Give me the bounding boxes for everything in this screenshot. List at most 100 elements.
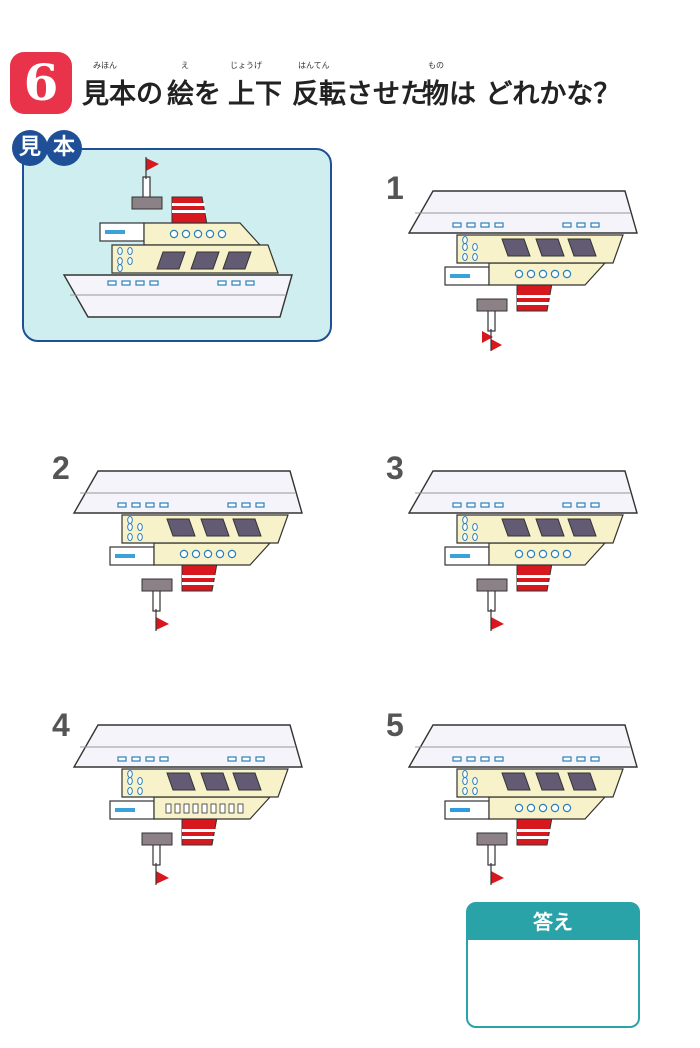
ruby-hanten: はんてん — [298, 61, 330, 70]
cabin-window — [232, 772, 262, 791]
hull-window — [576, 502, 586, 508]
hull — [72, 470, 303, 514]
cabin-window — [535, 518, 565, 537]
hull — [62, 274, 293, 318]
small-porthole — [472, 777, 478, 785]
funnel-stripe — [172, 203, 205, 206]
hull-window — [590, 502, 600, 508]
flag — [491, 339, 502, 351]
ruby-jouge: じょうげ — [230, 61, 262, 70]
option-1-ship[interactable] — [405, 178, 645, 353]
hull-window — [135, 280, 145, 286]
hull-window — [452, 502, 462, 508]
radar — [476, 578, 508, 592]
porthole — [514, 549, 524, 559]
funnel-stripe — [182, 836, 215, 839]
option-3-number[interactable]: 3 — [386, 450, 404, 486]
bridge-window — [105, 230, 125, 234]
small-porthole — [127, 247, 133, 255]
hull-window — [562, 502, 572, 508]
hull-window — [480, 222, 490, 228]
funnel-stripe — [182, 575, 216, 578]
porthole — [526, 803, 536, 813]
cabin-window — [501, 238, 531, 257]
cabin-window — [156, 251, 186, 270]
option-5-number[interactable]: 5 — [386, 707, 404, 743]
porthole — [227, 549, 237, 559]
ship-group — [62, 157, 293, 318]
funnel-stripe — [172, 210, 206, 213]
sample-label-char: 本 — [46, 130, 82, 166]
cabin-window — [222, 251, 252, 270]
small-porthole — [462, 253, 468, 261]
bridge-window — [450, 274, 470, 278]
small-porthole — [137, 787, 143, 795]
hull-window — [480, 756, 490, 762]
hull-window — [227, 756, 237, 762]
question-word-mono: 物は どれかな？ — [422, 79, 621, 110]
cabin-window — [567, 518, 597, 537]
option-2-ship[interactable] — [70, 458, 310, 633]
hull-window — [452, 222, 462, 228]
cabin-window — [232, 518, 262, 537]
deck-window — [165, 803, 172, 814]
hull-window — [494, 502, 504, 508]
hull-window — [576, 756, 586, 762]
hull-window — [149, 280, 159, 286]
deck-window — [201, 803, 208, 814]
flag — [482, 331, 493, 343]
funnel-stripe — [517, 582, 550, 585]
option-3-ship[interactable] — [405, 458, 645, 633]
cabin-window — [200, 772, 230, 791]
small-porthole — [472, 787, 478, 795]
hull-window — [145, 502, 155, 508]
question-number-badge: 6 — [10, 52, 72, 114]
small-porthole — [462, 533, 468, 541]
deck-window — [237, 803, 244, 814]
hull-window — [255, 756, 265, 762]
option-5-ship[interactable] — [405, 712, 645, 887]
deck-window — [192, 803, 199, 814]
flag — [146, 158, 159, 171]
porthole — [550, 803, 560, 813]
answer-field[interactable] — [476, 948, 630, 1018]
hull-window — [227, 502, 237, 508]
cabin-window — [501, 772, 531, 791]
option-2-number[interactable]: 2 — [52, 450, 70, 486]
ship-group — [407, 190, 638, 351]
hull-window — [466, 222, 476, 228]
ship-group — [72, 470, 303, 631]
question-word-e: 絵を — [167, 79, 221, 110]
hull-window — [480, 502, 490, 508]
sample-ship-illustration — [62, 157, 293, 318]
hull-window — [217, 280, 227, 286]
question-word-mihon: 見本の — [82, 79, 163, 110]
radar — [131, 196, 163, 210]
bridge-window — [450, 808, 470, 812]
small-porthole — [127, 523, 133, 531]
option-4-ship[interactable] — [70, 712, 310, 887]
small-porthole — [137, 533, 143, 541]
porthole — [181, 229, 191, 239]
option-4-number[interactable]: 4 — [52, 707, 70, 743]
hull-window — [145, 756, 155, 762]
question-number: 6 — [23, 53, 59, 112]
small-porthole — [127, 787, 133, 795]
hull-window — [241, 502, 251, 508]
funnel-stripe — [517, 302, 550, 305]
option-1-number[interactable]: 1 — [386, 170, 404, 206]
hull-window — [131, 756, 141, 762]
hull-window — [590, 222, 600, 228]
hull-window — [494, 756, 504, 762]
ship-group — [72, 724, 303, 885]
porthole — [562, 269, 572, 279]
porthole — [526, 549, 536, 559]
radar — [476, 832, 508, 846]
question-word-hanten: 反転させた — [292, 79, 427, 110]
funnel-stripe — [517, 575, 551, 578]
hull-window — [131, 502, 141, 508]
porthole — [217, 229, 227, 239]
hull-window — [117, 502, 127, 508]
flag — [491, 617, 504, 630]
hull-window — [117, 756, 127, 762]
